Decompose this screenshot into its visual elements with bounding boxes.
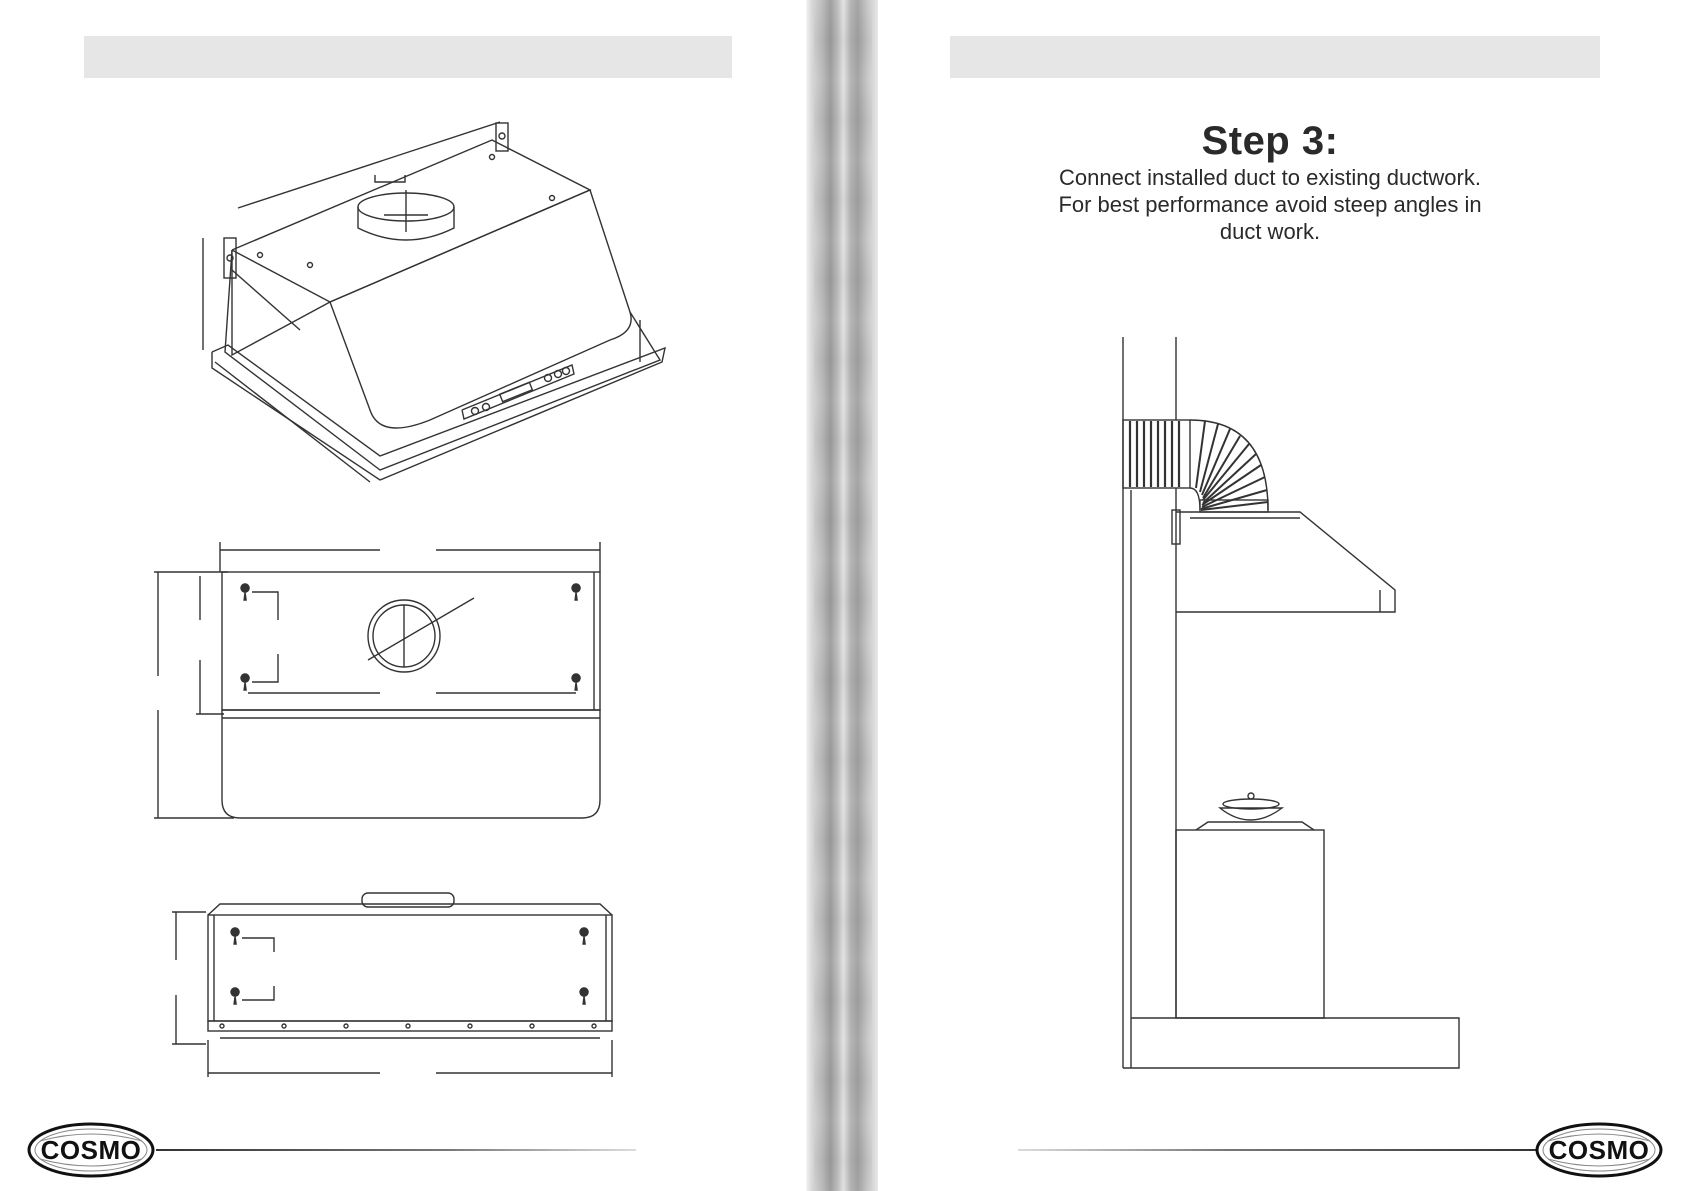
floor-line: [1123, 1018, 1459, 1068]
cooking-pot-knob: [1248, 793, 1254, 799]
flex-duct-ribs-horizontal: [1130, 421, 1179, 487]
stove-cooktop: [1196, 822, 1314, 830]
hood-side-profile: [1176, 512, 1395, 612]
left-logo-text: COSMO: [26, 1121, 156, 1179]
stove-body: [1176, 830, 1324, 1018]
cooking-pot: [1220, 808, 1282, 820]
flex-duct-ribs-elbow: [1196, 421, 1268, 510]
right-footer-rule: [1018, 1149, 1538, 1151]
left-cosmo-logo: COSMO: [26, 1121, 156, 1179]
right-logo-text: COSMO: [1534, 1121, 1664, 1179]
right-cosmo-logo: COSMO: [1534, 1121, 1664, 1179]
left-footer-rule: [156, 1149, 636, 1151]
flex-duct-elbow-inner: [1190, 488, 1200, 510]
